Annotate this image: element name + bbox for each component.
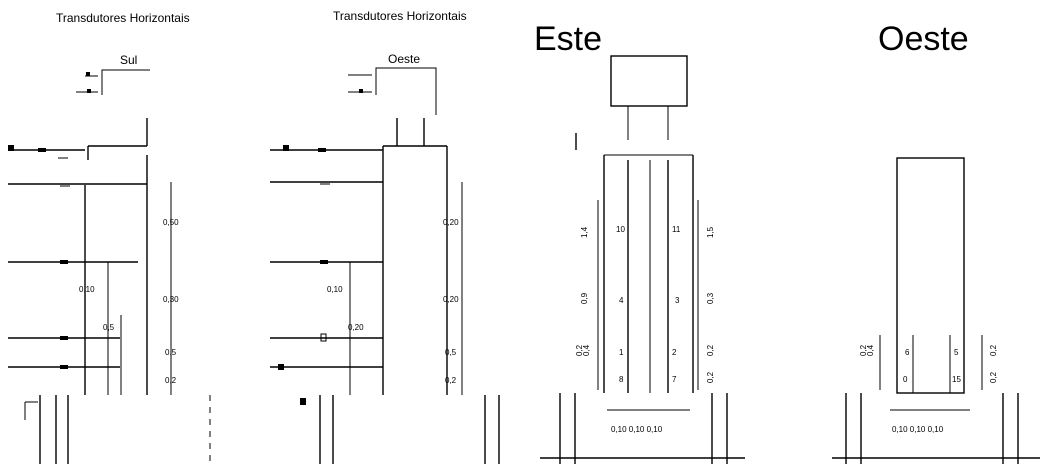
panel1-title: Transdutores Horizontais: [56, 11, 190, 25]
oeste-right-dim-1: 0,2: [989, 344, 998, 356]
oeste-gauge-l2: 0: [903, 375, 908, 384]
este-bottom-dims: 0,10 0,10 0,10: [611, 425, 663, 434]
panel4-title: Oeste: [878, 20, 969, 58]
este-gauge-r2: 3: [675, 296, 680, 305]
este-right-dim-4: 0,2: [706, 371, 715, 383]
panel-oeste: Oeste 6 0 5 15 0,2 0,4 0,2 0,2 0,10 0,10…: [832, 20, 1040, 464]
este-right-dim-3: 0,2: [706, 344, 715, 356]
este-gauge-l1: 10: [616, 225, 625, 234]
panel1-hlabel-1: 0,10: [79, 285, 95, 294]
oeste-bottom-dims: 0,10 0,10 0,10: [892, 425, 944, 434]
panel1-hlabel-2: 0,5: [103, 323, 115, 332]
este-left-dim-3: 0,2: [575, 344, 584, 356]
panel1-side-label: Sul: [120, 53, 137, 67]
este-gauge-l4: 8: [619, 375, 624, 384]
oeste-left-dim-2: 0,4: [866, 344, 875, 356]
panel-este: Este 10 4 1 8 11 3 2 7 1,4 0,9 0,2 0,4 1…: [534, 20, 745, 464]
panel1-dim-2: 0,30: [163, 295, 179, 304]
este-gauge-r1: 11: [672, 225, 681, 234]
este-gauge-r4: 7: [672, 375, 677, 384]
panel2-hlabel-2: 0,20: [348, 323, 364, 332]
panel2-hlabel-1: 0,10: [327, 285, 343, 294]
panel1-dim-3: 0,5: [165, 348, 177, 357]
este-right-dim-2: 0,3: [706, 292, 715, 304]
este-gauge-l3: 1: [619, 348, 624, 357]
panel2-dim-3: 0,5: [445, 348, 457, 357]
panel2-side-label: Oeste: [388, 52, 420, 66]
panel1-dim-1: 0,50: [163, 218, 179, 227]
panel2-dim-1: 0,20: [443, 218, 459, 227]
este-left-dim-1: 1,4: [580, 226, 589, 238]
oeste-gauge-r1: 5: [954, 348, 959, 357]
oeste-right-dim-2: 0,2: [989, 371, 998, 383]
oeste-gauge-l1: 6: [905, 348, 910, 357]
panel2-dim-2: 0,20: [443, 295, 459, 304]
panel1-dim-4: 0,2: [165, 376, 177, 385]
este-gauge-l2: 4: [619, 296, 624, 305]
este-left-dim-4: 0,4: [582, 344, 591, 356]
panel3-title: Este: [534, 20, 602, 58]
este-left-dim-2: 0,9: [580, 292, 589, 304]
panel2-dim-4: 0,2: [445, 376, 457, 385]
este-right-dim-1: 1,5: [706, 226, 715, 238]
este-gauge-r3: 2: [672, 348, 677, 357]
oeste-gauge-r2: 15: [952, 375, 961, 384]
panel2-title: Transdutores Horizontais: [333, 9, 467, 23]
panel-oeste-horizontal: Transdutores Horizontais Oeste 0,20 0,20…: [270, 9, 500, 464]
este-cap-block: [610, 55, 688, 107]
oeste-left-dim-1: 0,2: [859, 344, 868, 356]
panel-sul: Transdutores Horizontais Sul: [8, 11, 211, 464]
oeste-column: [896, 157, 965, 394]
